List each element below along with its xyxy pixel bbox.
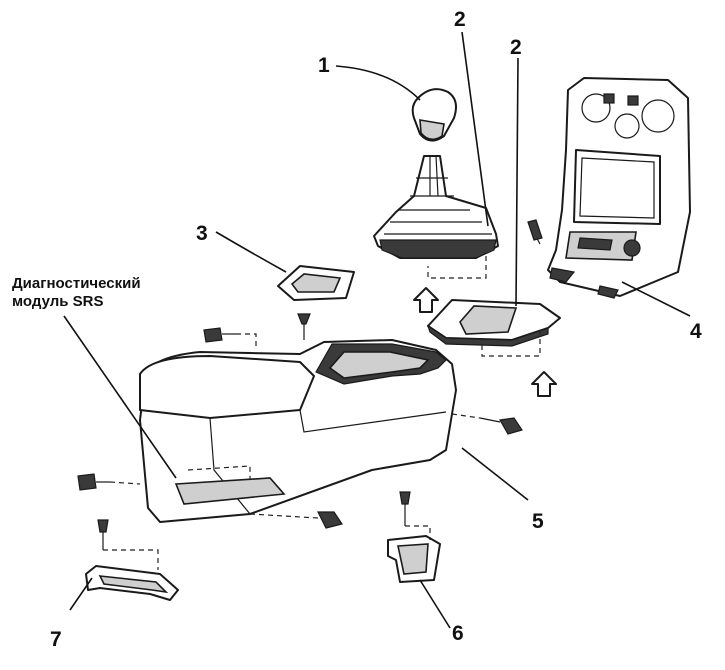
cup-tray <box>277 265 355 301</box>
callout-1: 1 <box>318 54 330 77</box>
assembly-lines <box>103 256 541 570</box>
srs-module-label-line2: модуль SRS <box>12 293 103 310</box>
callout-6: 6 <box>452 622 464 645</box>
callout-3: 3 <box>196 222 208 245</box>
screw-right <box>479 417 523 435</box>
shift-bezel <box>426 299 561 347</box>
screw-panel <box>527 219 543 241</box>
center-panel <box>527 77 691 299</box>
gear-knob <box>411 88 457 142</box>
screw-center <box>297 313 311 340</box>
callout-2-bottom: 2 <box>510 36 522 59</box>
callout-5: 5 <box>532 510 544 533</box>
srs-module-label-line1: Диагностический <box>12 275 141 292</box>
screw-bottom <box>317 511 343 529</box>
arrow-up-icon <box>531 371 557 397</box>
callout-7: 7 <box>50 628 62 651</box>
console-body <box>139 339 457 523</box>
callout-2-top: 2 <box>454 8 466 31</box>
screw-top-left <box>203 327 236 343</box>
screw-left <box>77 473 110 491</box>
callout-4: 4 <box>690 320 702 343</box>
bracket-left <box>85 519 179 601</box>
shift-boot <box>373 155 499 259</box>
bracket-right <box>387 491 441 583</box>
leader-lines <box>63 31 691 629</box>
arrow-up-icon <box>413 287 439 313</box>
